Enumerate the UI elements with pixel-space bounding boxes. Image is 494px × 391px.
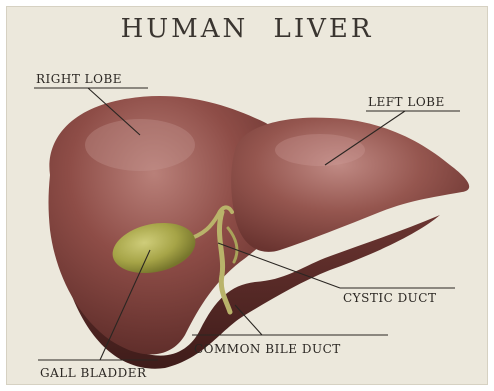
left-lobe-highlight [275,134,365,166]
label-right-lobe: RIGHT LOBE [36,72,122,86]
label-gall-bladder: GALL BLADDER [40,366,147,380]
label-common-bile-duct: COMMON BILE DUCT [194,342,341,356]
diagram-title: HUMAN LIVER [0,14,494,44]
left-lobe-shape [231,118,469,252]
label-cystic-duct: CYSTIC DUCT [343,291,436,305]
label-left-lobe: LEFT LOBE [368,95,445,109]
right-lobe-highlight [85,119,195,171]
